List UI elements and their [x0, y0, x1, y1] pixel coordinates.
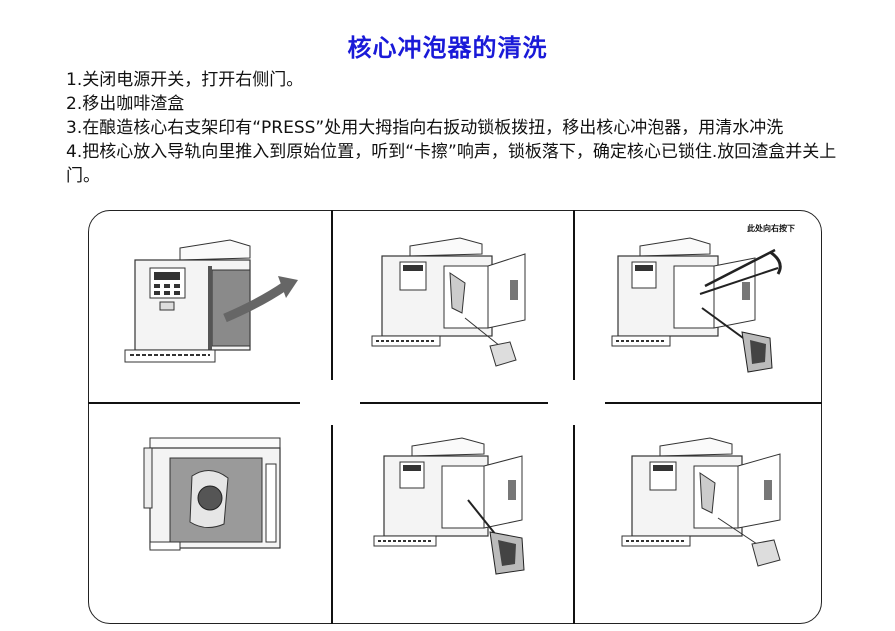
divider-h-left: [88, 402, 300, 404]
coffee-machine-side-view-icon: [143, 437, 281, 551]
panel-3-press-lock-remove-brewer: [610, 228, 810, 378]
coffee-machine-brewer-remove-icon: [611, 237, 782, 373]
divider-h-right: [605, 402, 822, 404]
divider-v-right: [573, 210, 575, 380]
divider-v-left-bottom: [331, 425, 333, 624]
coffee-machine-open-box-icon: [371, 237, 526, 367]
step-1: 1.关闭电源开关，打开右侧门。: [66, 70, 304, 90]
step-2: 2.移出咖啡渣盒: [66, 94, 185, 114]
panel-5-insert-brewer: [372, 428, 552, 578]
coffee-machine-brewer-insert-icon: [373, 437, 525, 575]
press-here-callout: 此处向右按下: [747, 224, 795, 233]
panel-4-side-view-brewer: [140, 428, 300, 558]
coffee-machine-box-insert-icon: [621, 437, 781, 567]
page-title: 核心冲泡器的清洗: [347, 34, 548, 62]
divider-h-mid: [360, 402, 548, 404]
illustration-panel: [88, 210, 822, 624]
panel-1-open-side-door: [120, 228, 320, 378]
instruction-steps: 1.关闭电源开关，打开右侧门。 2.移出咖啡渣盒 3.在酿造核心右支架印有“PR…: [66, 68, 866, 188]
divider-v-left: [331, 210, 333, 380]
panel-2-remove-grounds-box: [370, 228, 555, 378]
step-4: 4.把核心放入导轨向里推入到原始位置，听到“卡擦”响声，锁板落下，确定核心已锁住…: [66, 142, 837, 186]
panel-6-replace-grounds-box: [620, 428, 805, 578]
step-3: 3.在酿造核心右支架印有“PRESS”处用大拇指向右扳动锁板拨扭，移出核心冲泡器…: [66, 118, 784, 138]
coffee-machine-door-arrow-icon: [124, 239, 298, 363]
divider-v-right-bottom: [573, 425, 575, 624]
